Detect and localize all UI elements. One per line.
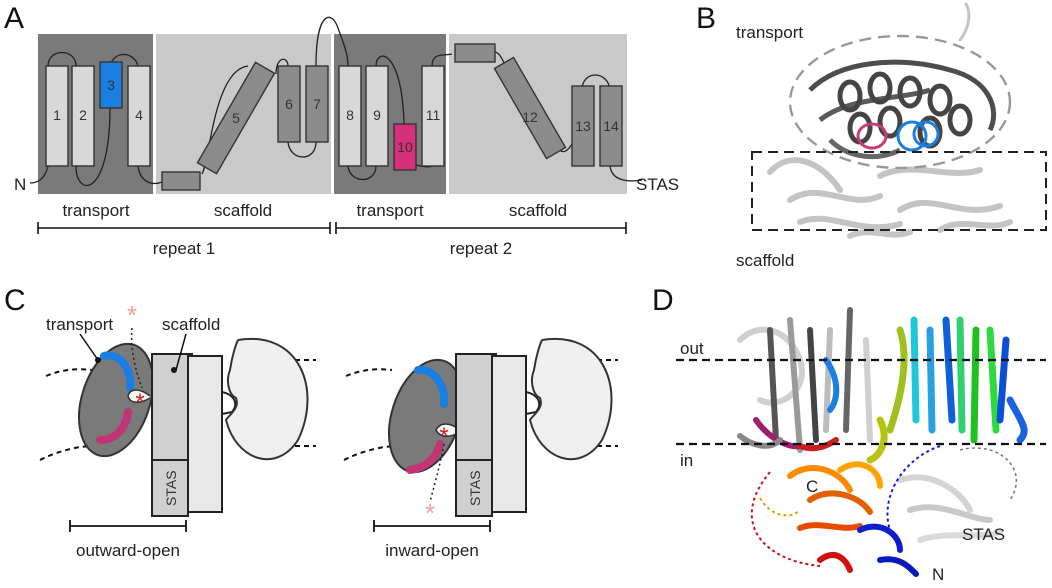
blue-dashed-loop — [886, 445, 941, 531]
svg-text:6: 6 — [285, 96, 293, 112]
inward-open-bar — [373, 520, 491, 532]
c-terminus-label: C — [806, 477, 818, 496]
svg-text:7: 7 — [313, 96, 321, 112]
svg-text:13: 13 — [575, 118, 591, 134]
helix-14: 14 — [599, 85, 623, 167]
scaffold-domain-outline — [751, 151, 1047, 231]
transport-domain-outward — [78, 342, 154, 458]
repeat-2-bracket — [335, 222, 627, 234]
stas-label-outward: STAS — [163, 470, 179, 506]
panel-d-label: D — [652, 284, 674, 317]
stas-label-inward: STAS — [467, 470, 483, 506]
panel-b: B transport — [696, 2, 1047, 270]
asterisk-substrate-inward: * — [439, 423, 448, 450]
helix-8: 8 — [338, 65, 362, 167]
helix-short-1 — [161, 171, 201, 191]
svg-text:12: 12 — [522, 109, 538, 125]
scaffold-pointer-dot — [171, 367, 177, 373]
substrate-path-inward — [429, 443, 445, 503]
in-label: in — [680, 451, 693, 470]
orange-dashed-loop — [759, 497, 801, 517]
inward-open-label: inward-open — [385, 541, 479, 560]
transport-structure — [808, 59, 997, 160]
helix-12: 12 — [493, 56, 567, 160]
panel-a: A 1 2 3 4 5 — [4, 2, 679, 258]
left-protomer-structure — [737, 307, 873, 453]
transport-domain-label: transport — [736, 23, 803, 42]
svg-text:4: 4 — [135, 107, 143, 123]
helix-3: 3 — [99, 61, 123, 109]
panel-a-label: A — [4, 2, 24, 35]
substrate-path-outward — [130, 327, 143, 389]
region-label-scaffold-2: scaffold — [509, 201, 567, 220]
stas-terminus-label: STAS — [636, 175, 679, 194]
svg-text:10: 10 — [397, 139, 413, 155]
scaffold-domain-label: scaffold — [736, 251, 794, 270]
svg-text:2: 2 — [79, 107, 87, 123]
asterisk-released-outward: * — [127, 300, 137, 330]
panel-c: C STAS * * transport — [4, 284, 618, 560]
asterisk-substrate-outward: * — [135, 389, 144, 416]
helix-1: 1 — [45, 65, 69, 167]
scaffold-structure — [767, 2, 1013, 239]
svg-text:11: 11 — [426, 107, 441, 123]
scaffold-label-c: scaffold — [162, 315, 220, 334]
region-label-transport-1: transport — [62, 201, 129, 220]
transport-pointer — [79, 333, 99, 361]
helix-5: 5 — [196, 61, 276, 175]
helix-4: 4 — [127, 65, 151, 167]
scaffold-pointer — [175, 333, 187, 371]
region-label-transport-2: transport — [356, 201, 423, 220]
svg-text:3: 3 — [107, 77, 115, 93]
asterisk-released-inward: * — [425, 498, 435, 528]
topology-loops — [29, 16, 643, 187]
membrane-lines-inward — [343, 359, 618, 461]
transport-domain-inward — [388, 358, 464, 474]
helix-13: 13 — [571, 85, 595, 167]
helix-11: 11 — [421, 65, 445, 167]
helix-7: 7 — [305, 65, 329, 143]
outward-open-bar — [69, 520, 187, 532]
helix-6: 6 — [277, 65, 301, 143]
n-terminus-label: N — [14, 175, 26, 194]
outward-open-label: outward-open — [76, 541, 180, 560]
out-label: out — [680, 339, 704, 358]
helix-2: 2 — [71, 65, 95, 167]
n-terminus-label-d: N — [932, 565, 944, 584]
right-protomer-structure — [866, 316, 1028, 464]
transport-pointer-dot — [95, 357, 101, 363]
svg-text:9: 9 — [373, 107, 381, 123]
helix-short-2 — [454, 43, 496, 63]
repeat-2-label: repeat 2 — [450, 239, 512, 258]
helix-10: 10 — [393, 123, 417, 171]
repeat-1-bracket — [37, 222, 331, 234]
svg-text:1: 1 — [53, 107, 61, 123]
panel-d: D — [652, 284, 1046, 584]
stas-label-d: STAS — [962, 525, 1005, 544]
svg-text:5: 5 — [232, 110, 240, 126]
svg-text:8: 8 — [346, 107, 354, 123]
membrane-lines-outward — [39, 359, 316, 461]
transport-label-c: transport — [46, 315, 113, 334]
scaffold-inward: STAS — [455, 337, 613, 517]
transport-domain-outline — [788, 34, 1012, 170]
red-dashed-loop — [750, 471, 821, 567]
panel-c-label: C — [4, 284, 26, 317]
helix-9: 9 — [365, 65, 389, 167]
scaffold-outward: STAS — [151, 337, 309, 517]
repeat-1-label: repeat 1 — [153, 239, 215, 258]
panel-b-label: B — [696, 2, 716, 35]
cytosolic-domains — [787, 461, 1003, 577]
grey-dashed-loop — [959, 447, 1017, 501]
region-label-scaffold-1: scaffold — [214, 201, 272, 220]
svg-text:14: 14 — [603, 118, 619, 134]
